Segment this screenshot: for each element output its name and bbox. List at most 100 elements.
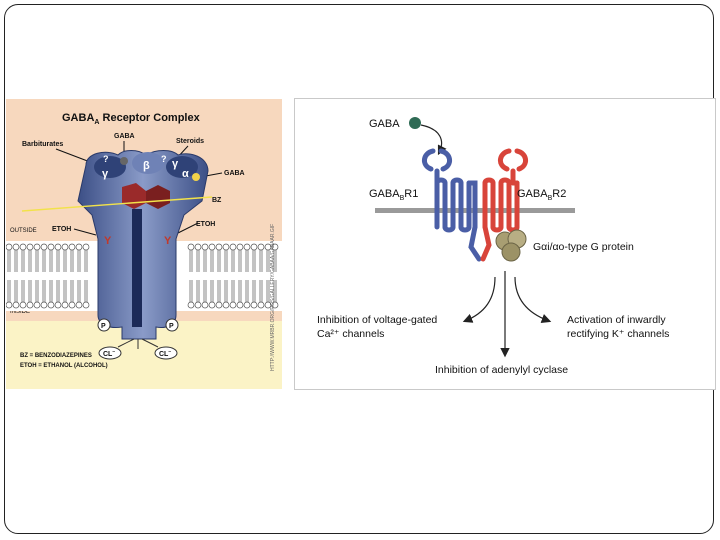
lipid-tail [35, 250, 39, 272]
lipid-head [54, 301, 62, 309]
signal-arrows [462, 271, 552, 358]
lipid-tail [7, 280, 11, 302]
gabab-r2-label: GABABR2 [517, 188, 566, 202]
lipid-tail [189, 280, 193, 302]
lipid-tail [14, 250, 18, 272]
lipid-head [222, 301, 230, 309]
lipid-head [187, 301, 195, 309]
lipid-tail [28, 280, 32, 302]
g-protein [495, 229, 527, 262]
lipid-head [68, 243, 76, 251]
lipid-tail [63, 280, 67, 302]
lipid-tail [224, 280, 228, 302]
lipid-head [243, 243, 251, 251]
lipid-tail [245, 280, 249, 302]
lipid-head [19, 243, 27, 251]
lipid-head [33, 301, 41, 309]
lipid-head [40, 243, 48, 251]
lipid-head [243, 301, 251, 309]
lipid-head [201, 243, 209, 251]
inside-label: INSIDE [10, 309, 30, 315]
lipid-tail [231, 280, 235, 302]
phospho-left [97, 318, 111, 332]
lipid-tail [203, 250, 207, 272]
lipid-head [6, 243, 13, 251]
lipid-head [40, 301, 48, 309]
lipid-head [82, 243, 90, 251]
lipid-head [75, 301, 83, 309]
alpha-symbol: α [182, 168, 189, 180]
lipid-tail [231, 250, 235, 272]
lipid-tail [42, 280, 46, 302]
chloride-left [98, 346, 122, 360]
lipid-head [47, 243, 55, 251]
bz-site-right [146, 185, 170, 209]
lipid-tail [238, 280, 242, 302]
lipid-head [33, 243, 41, 251]
lipid-tail [21, 280, 25, 302]
lipid-tail [84, 280, 88, 302]
lipid-tail [7, 250, 11, 272]
lipid-head [26, 243, 34, 251]
effect-right-line1: Activation of inwardly [567, 314, 666, 326]
lipid-tail [56, 280, 60, 302]
ethanol-site-right: Y [164, 235, 172, 247]
lipid-head [222, 243, 230, 251]
left-title: GABAA Receptor Complex [62, 112, 201, 126]
effect-right-line2: rectifying K⁺ channels [567, 328, 669, 340]
source-watermark: HTTP://WWW.MRBR.ORG/ROS/GALLERY/GABAA/GA… [270, 224, 276, 371]
lipid-head [26, 301, 34, 309]
lipid-head [194, 243, 202, 251]
gaba-site-dot [120, 157, 128, 165]
lipid-head [61, 243, 69, 251]
outside-label: OUTSIDE [10, 228, 37, 234]
lipid-tail [35, 280, 39, 302]
ethanol-site-left: Y [104, 235, 112, 247]
lipid-head [54, 243, 62, 251]
lipid-tail [196, 250, 200, 272]
g-protein-label: Gαi/αo-type G protein [533, 241, 634, 253]
gabaa-diagram-svg: GABAA Receptor Complex Barbiturates GABA… [6, 99, 282, 389]
lipid-head [12, 301, 20, 309]
p-left-label: P [101, 323, 106, 330]
effect-bottom: Inhibition of adenylyl cyclase [435, 364, 568, 376]
lipid-head [229, 301, 237, 309]
effect-left-line2: Ca²⁺ channels [317, 328, 384, 340]
chloride-arrows [117, 338, 159, 349]
gabab-receptor-diagram: GABA GABABR1 GABABR2 [294, 98, 716, 390]
etoh-left-label: ETOH [52, 226, 71, 233]
lipid-tail [210, 280, 214, 302]
lipid-tail [189, 250, 193, 272]
lipid-head [19, 301, 27, 309]
lipid-tail [252, 280, 256, 302]
gaba-top-label: GABA [114, 133, 135, 140]
lipid-tail [210, 250, 214, 272]
lipid-tail [245, 250, 249, 272]
lipid-tail [28, 250, 32, 272]
etoh-right-label: ETOH [196, 221, 215, 228]
gabab-r1-label: GABABR1 [369, 188, 418, 202]
lipid-head [236, 301, 244, 309]
lipid-tail [196, 280, 200, 302]
lipid-tail [252, 250, 256, 272]
lipid-tail [259, 280, 263, 302]
lipid-head [215, 301, 223, 309]
p-right-label: P [169, 323, 174, 330]
steroids-label: Steroids [176, 138, 204, 145]
lipid-head [208, 243, 216, 251]
lipid-head [12, 243, 20, 251]
lipid-head [250, 301, 258, 309]
lipid-tail [77, 280, 81, 302]
lipid-head [82, 301, 90, 309]
lipid-tail [49, 250, 53, 272]
lipid-head [201, 301, 209, 309]
chloride-right [154, 346, 178, 360]
lipid-head [229, 243, 237, 251]
lipid-tail [217, 280, 221, 302]
lipid-tail [238, 250, 242, 272]
lipid-head [271, 243, 279, 251]
bz-label: BZ [212, 197, 222, 204]
gaba-ligand-ball [409, 117, 421, 129]
barbiturates-label: Barbiturates [22, 141, 63, 148]
bz-yellow-line [21, 196, 213, 212]
